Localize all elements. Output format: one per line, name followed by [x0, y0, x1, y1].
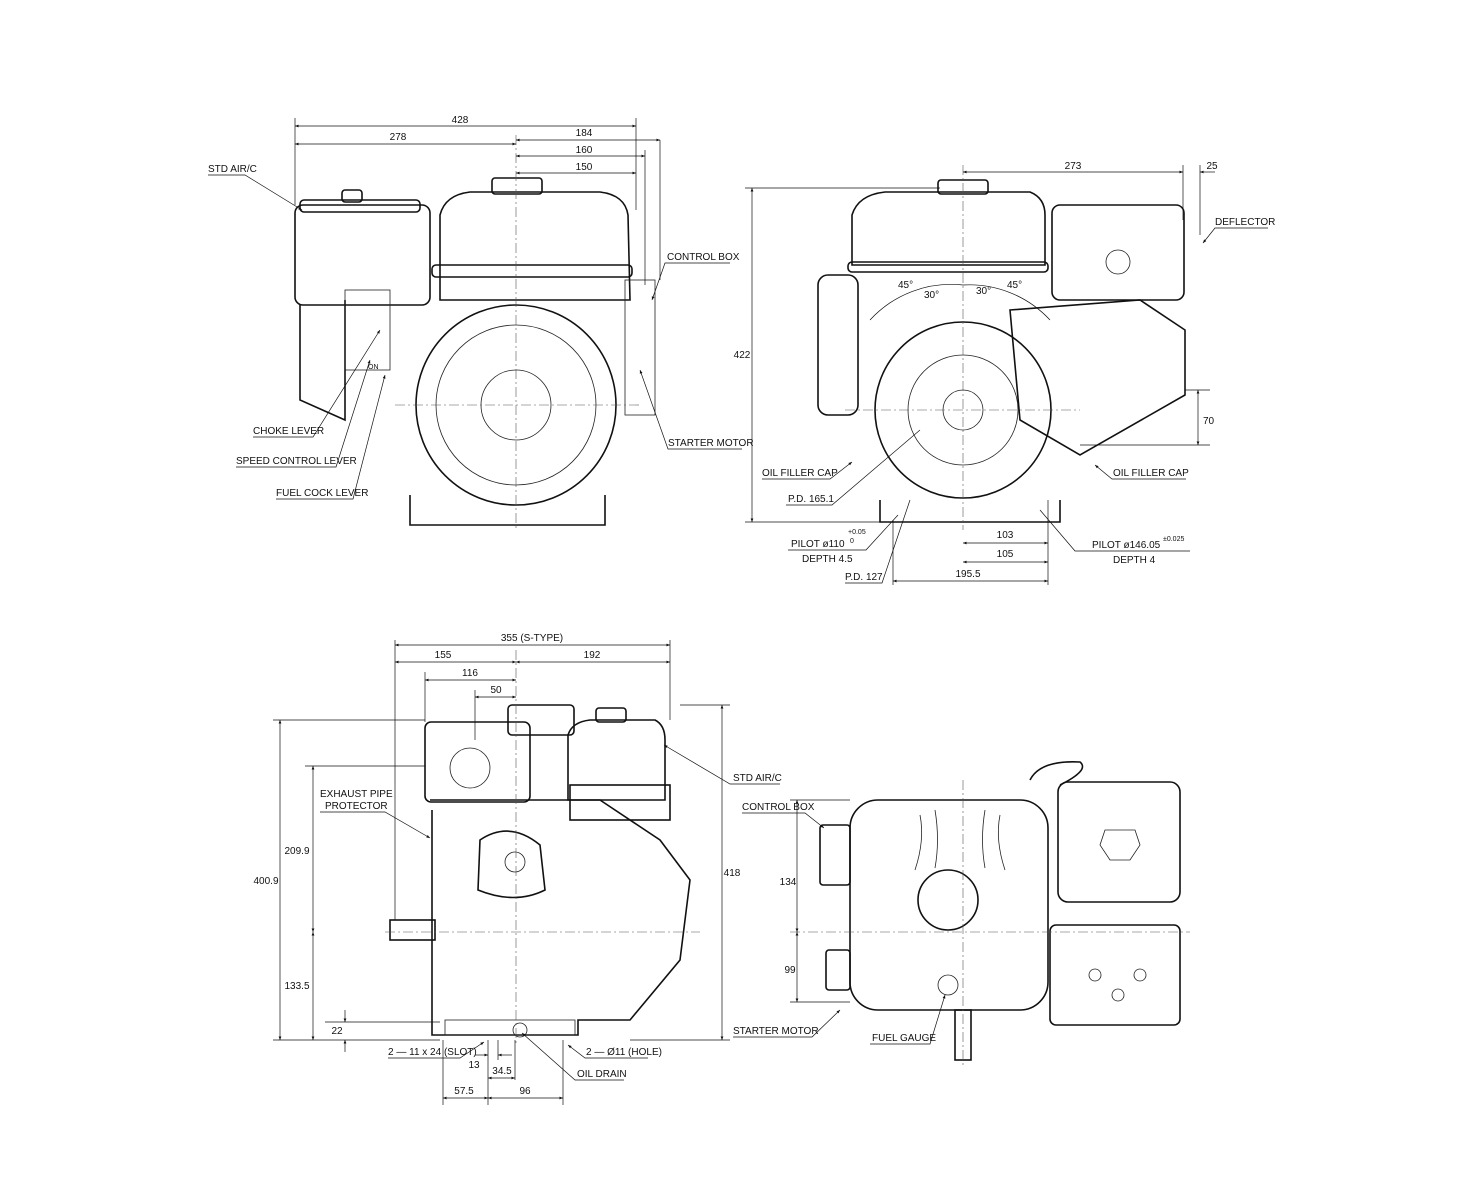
- dim-400-9: 400.9: [253, 876, 278, 887]
- label-oil-drain: OIL DRAIN: [577, 1069, 627, 1080]
- dim-13: 13: [468, 1060, 480, 1071]
- dim-50: 50: [490, 685, 502, 696]
- dim-155: 155: [435, 650, 452, 661]
- dim-428: 428: [452, 115, 469, 126]
- dim-273: 273: [1065, 161, 1082, 172]
- dim-134: 134: [780, 877, 797, 888]
- label-std-air-c: STD AIR/C: [733, 773, 782, 784]
- label-hole: 2 — Ø11 (HOLE): [586, 1047, 662, 1058]
- label-speed-control-lever: SPEED CONTROL LEVER: [236, 456, 357, 467]
- top-left-view: 428 278 184 160 150 STD AIR/C CONTROL BO…: [208, 115, 754, 530]
- dim-150: 150: [576, 162, 593, 173]
- dim-160: 160: [576, 145, 593, 156]
- dim-422: 422: [734, 350, 751, 361]
- label-control-box: CONTROL BOX: [742, 802, 815, 813]
- label-control-box: CONTROL BOX: [667, 252, 740, 263]
- dim-70: 70: [1203, 416, 1215, 427]
- label-pilot-110: PILOT ø110: [791, 539, 845, 550]
- angle-30-right: 30°: [976, 286, 991, 297]
- dim-57-5: 57.5: [454, 1086, 474, 1097]
- label-pd-127: P.D. 127: [845, 572, 883, 583]
- engine-outline: [389, 704, 691, 1038]
- angle-45-right: 45°: [1007, 280, 1022, 291]
- label-depth-4: DEPTH 4: [1113, 555, 1156, 566]
- label-starter-motor: STARTER MOTOR: [668, 438, 754, 449]
- dim-105: 105: [997, 549, 1014, 560]
- label-on: ON: [368, 364, 379, 371]
- label-std-air-c: STD AIR/C: [208, 164, 257, 175]
- label-pilot-146: PILOT ø146.05: [1092, 540, 1161, 551]
- bottom-right-view: 134 99 CONTROL BOX STARTER MOTOR FUEL GA…: [733, 761, 1190, 1065]
- dim-25: 25: [1206, 161, 1218, 172]
- dim-278: 278: [390, 132, 407, 143]
- dim-116: 116: [462, 668, 478, 679]
- dim-103: 103: [997, 530, 1014, 541]
- dim-22: 22: [331, 1026, 343, 1037]
- label-oil-filler-cap-right: OIL FILLER CAP: [1113, 468, 1189, 479]
- label-fuel-gauge: FUEL GAUGE: [872, 1033, 936, 1044]
- engine-outline: [294, 177, 656, 526]
- label-starter-motor: STARTER MOTOR: [733, 1026, 819, 1037]
- label-pilot-110-tol-upper: +0.05: [848, 529, 866, 536]
- dim-96: 96: [519, 1086, 531, 1097]
- bottom-left-view: 355 (S-TYPE) 155 192 116 50 400.9 209.9 …: [253, 633, 782, 1105]
- engine-outline: [819, 761, 1181, 1061]
- dim-418: 418: [724, 868, 741, 879]
- label-pd-165-1: P.D. 165.1: [788, 494, 834, 505]
- dim-99: 99: [784, 965, 796, 976]
- dim-355: 355 (S-TYPE): [501, 633, 563, 644]
- label-fuel-cock-lever: FUEL COCK LEVER: [276, 488, 368, 499]
- angle-30-left: 30°: [924, 290, 939, 301]
- dim-34-5: 34.5: [492, 1066, 512, 1077]
- dim-184: 184: [576, 128, 593, 139]
- label-pilot-146-tol: ±0.025: [1163, 536, 1184, 543]
- label-choke-lever: CHOKE LEVER: [253, 426, 324, 437]
- label-oil-filler-cap-left: OIL FILLER CAP: [762, 468, 838, 479]
- top-right-view: 273 25 422 70 103 105 195.5 45° 30° 30° …: [734, 161, 1275, 585]
- label-slot: 2 — 11 x 24 (SLOT): [388, 1047, 477, 1058]
- label-depth-4-5: DEPTH 4.5: [802, 554, 853, 565]
- label-exhaust-pipe-protector-line2: PROTECTOR: [325, 801, 388, 812]
- dim-209-9: 209.9: [284, 846, 309, 857]
- dim-133-5: 133.5: [284, 981, 309, 992]
- dim-195-5: 195.5: [955, 569, 980, 580]
- label-deflector: DEFLECTOR: [1215, 217, 1275, 228]
- angle-45-left: 45°: [898, 280, 913, 291]
- label-pilot-110-tol-lower: 0: [850, 538, 854, 545]
- label-exhaust-pipe-protector-line1: EXHAUST PIPE: [320, 789, 393, 800]
- dim-192: 192: [584, 650, 601, 661]
